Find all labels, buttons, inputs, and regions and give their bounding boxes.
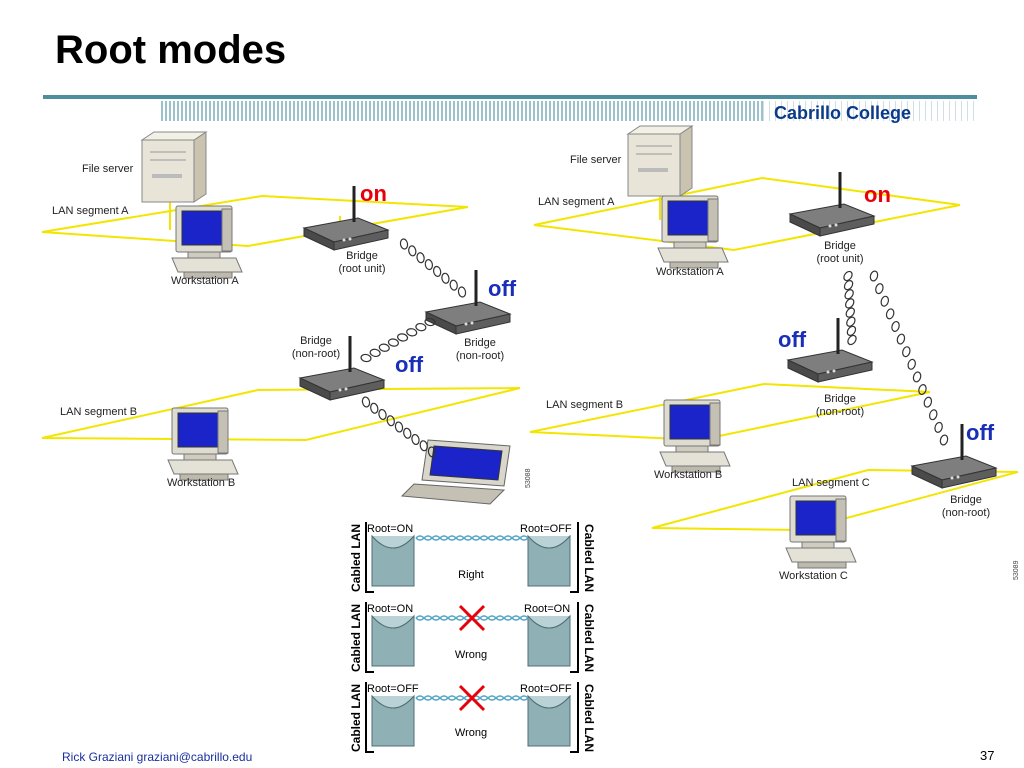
wireless-link-icon (399, 238, 467, 298)
workstation-c-icon (785, 495, 857, 569)
workstation-b-label: Workstation B (654, 469, 722, 481)
lan-segment-c-plane (651, 468, 1019, 532)
workstation-b-icon (167, 407, 239, 481)
combo-result-label: Right (458, 569, 484, 581)
right-topology: File server LAN segment A Workstation A … (529, 125, 1020, 582)
figure-id: 53088 (525, 468, 532, 488)
combo-row-3: Cabled LAN Root=OFF Root=OFF Wrong Cable… (349, 682, 596, 753)
wireless-link-icon (360, 317, 436, 363)
file-server-label: File server (82, 163, 134, 175)
workstation-a-icon (171, 205, 243, 279)
cabled-lan-label: Cabled LAN (582, 684, 596, 752)
figure-id: 53089 (1013, 560, 1020, 580)
bridge-mid-sublabel: (non-root) (456, 350, 504, 362)
cabled-lan-label: Cabled LAN (349, 524, 363, 592)
college-logo-text: Cabrillo College (774, 103, 912, 123)
root-state-off: off (488, 276, 517, 301)
bridge-unit-icon (527, 535, 571, 587)
footer-author: Rick Graziani graziani@cabrillo.edu (62, 750, 253, 764)
cabled-lan-label: Cabled LAN (349, 604, 363, 672)
bridge-unit-icon (527, 695, 571, 747)
root-left-label: Root=ON (367, 523, 413, 535)
workstation-b-icon (659, 399, 731, 473)
bridge-b-sublabel: (non-root) (292, 348, 340, 360)
wrong-x-icon (458, 604, 486, 632)
cabled-lan-label: Cabled LAN (582, 604, 596, 672)
bridge-b-label: Bridge (300, 335, 332, 347)
bridge-c-label: Bridge (950, 494, 982, 506)
workstation-b-label: Workstation B (167, 477, 235, 489)
slide-title: Root modes (55, 28, 287, 72)
bridge-root-label: Bridge (824, 240, 856, 252)
bridge-root-sublabel: (root unit) (338, 263, 385, 275)
root-right-label: Root=OFF (520, 683, 572, 695)
lan-segment-a-label: LAN segment A (52, 205, 129, 217)
file-server-icon (627, 125, 693, 197)
root-state-on: on (864, 182, 891, 207)
bridge-mid-label: Bridge (824, 393, 856, 405)
cabled-lan-label: Cabled LAN (582, 524, 596, 592)
root-left-label: Root=ON (367, 603, 413, 615)
header-stripe (43, 95, 977, 121)
lan-segment-b-label: LAN segment B (546, 399, 623, 411)
bridge-unit-icon (371, 615, 415, 667)
wireless-link-icon (843, 270, 857, 346)
workstation-a-label: Workstation A (656, 266, 724, 278)
root-state-off: off (778, 327, 807, 352)
bridge-root-icon (788, 170, 876, 238)
lan-segment-c-label: LAN segment C (792, 477, 870, 489)
wireless-link-icon (869, 270, 949, 446)
workstation-c-label: Workstation C (779, 570, 848, 582)
root-state-off: off (395, 352, 424, 377)
cabled-lan-label: Cabled LAN (349, 684, 363, 752)
wireless-link-icon (361, 396, 437, 458)
workstation-a-icon (657, 195, 729, 269)
file-server-label: File server (570, 154, 622, 166)
root-right-label: Root=ON (524, 603, 570, 615)
lan-segment-b-label: LAN segment B (60, 406, 137, 418)
lan-segment-b-plane (529, 382, 931, 442)
bridge-root-label: Bridge (346, 250, 378, 262)
laptop-icon (401, 439, 511, 505)
lan-segment-a-plane (533, 176, 961, 252)
bridge-c-sublabel: (non-root) (942, 507, 990, 519)
root-state-off: off (966, 420, 995, 445)
root-right-label: Root=OFF (520, 523, 572, 535)
lan-segment-a-label: LAN segment A (538, 196, 615, 208)
combo-result-label: Wrong (455, 727, 487, 739)
root-state-on: on (360, 181, 387, 206)
bridge-unit-icon (371, 695, 415, 747)
combo-row-2: Cabled LAN Root=ON Root=ON Wrong Cabled … (349, 602, 596, 673)
workstation-a-label: Workstation A (171, 275, 239, 287)
combo-row-1: Cabled LAN Root=ON Root=OFF Right Cabled… (349, 522, 596, 593)
left-topology: File server LAN segment A Workstation A … (41, 131, 532, 505)
wrong-x-icon (458, 684, 486, 712)
root-combinations-panel: Cabled LAN Root=ON Root=OFF Right Cabled… (349, 522, 596, 753)
bridge-mid-label: Bridge (464, 337, 496, 349)
root-left-label: Root=OFF (367, 683, 419, 695)
combo-result-label: Wrong (455, 649, 487, 661)
file-server-icon (141, 131, 207, 203)
bridge-mid-sublabel: (non-root) (816, 406, 864, 418)
page-number: 37 (980, 748, 995, 763)
bridge-unit-icon (527, 615, 571, 667)
bridge-root-sublabel: (root unit) (816, 253, 863, 265)
bridge-unit-icon (371, 535, 415, 587)
